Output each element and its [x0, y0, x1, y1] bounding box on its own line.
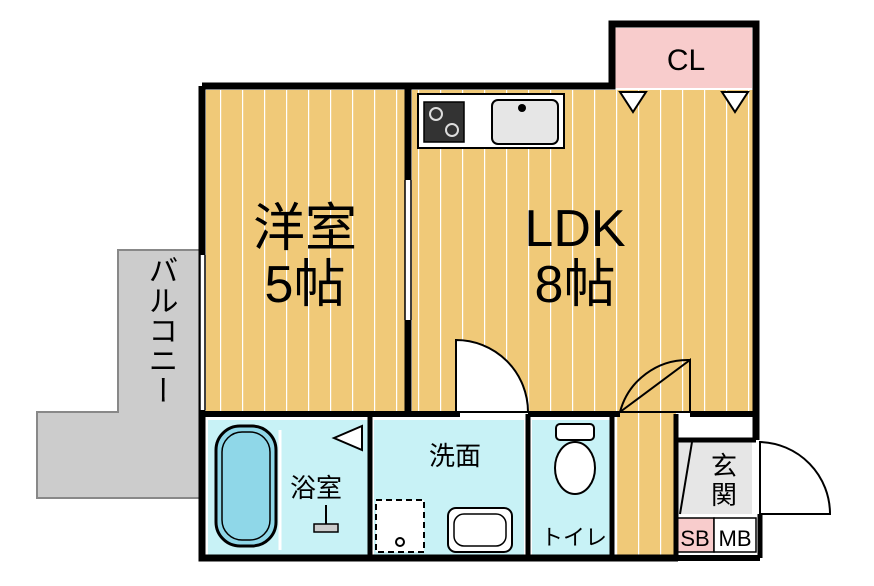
stove-icon	[423, 101, 465, 143]
closet	[612, 28, 752, 88]
bathtub-icon	[214, 424, 278, 548]
western-room-name: 洋室	[253, 200, 357, 258]
shoe-box-label: SB	[680, 526, 709, 551]
vanity-sink-icon	[447, 507, 513, 553]
entrance	[676, 442, 752, 514]
washing-machine-icon	[375, 499, 425, 553]
toilet-label: トイレ	[541, 525, 607, 550]
closet-label: CL	[667, 44, 705, 77]
windows	[199, 180, 412, 410]
entrance-label: 玄	[711, 451, 737, 481]
shower-icon	[313, 505, 339, 533]
entrance-label-2: 関	[711, 480, 737, 510]
door-swings	[455, 338, 832, 515]
western-room-size: 5帖	[265, 256, 346, 314]
walls	[198, 20, 763, 562]
washroom-label: 洗面	[429, 441, 481, 471]
ldk-room-size: 8帖	[535, 256, 616, 314]
bathroom-label: 浴室	[290, 473, 342, 503]
toilet-icon	[554, 423, 596, 495]
ldk-room-name: LDK	[524, 200, 625, 258]
western-room	[206, 90, 405, 412]
shoe-box	[675, 517, 715, 553]
sink-icon	[491, 99, 559, 145]
balcony-label: バルコニー	[144, 255, 177, 405]
meter-box	[713, 517, 757, 553]
meter-box-label: MB	[719, 526, 752, 551]
